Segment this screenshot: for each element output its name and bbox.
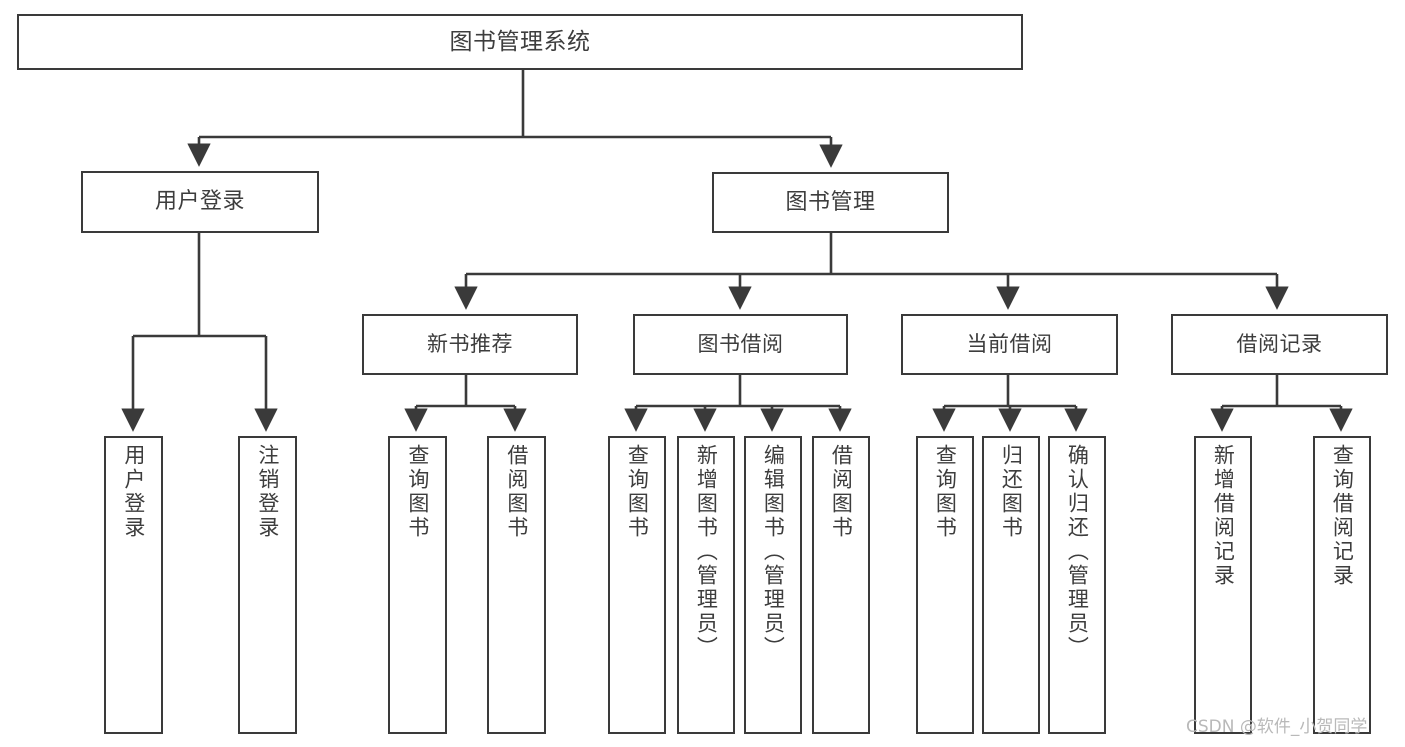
node-label: 查询借阅记录 <box>1330 444 1355 588</box>
leaf-query-book-current[interactable]: 查询图书 <box>916 436 974 734</box>
node-label: 确认归还（管理员） <box>1065 444 1090 660</box>
node-label: 当前借阅 <box>966 332 1053 357</box>
node-label: 图书借阅 <box>697 332 784 357</box>
leaf-borrow-book-recommend[interactable]: 借阅图书 <box>487 436 546 734</box>
node-user-login[interactable]: 用户登录 <box>81 171 319 233</box>
leaf-logout-login[interactable]: 注销登录 <box>238 436 297 734</box>
node-new-book-recommend[interactable]: 新书推荐 <box>362 314 578 375</box>
leaf-query-borrow-record[interactable]: 查询借阅记录 <box>1313 436 1371 734</box>
leaf-add-borrow-record[interactable]: 新增借阅记录 <box>1194 436 1252 734</box>
node-label: 图书管理系统 <box>449 28 591 55</box>
leaf-query-book-recommend[interactable]: 查询图书 <box>388 436 447 734</box>
node-label: 新书推荐 <box>427 332 513 357</box>
node-current-borrow[interactable]: 当前借阅 <box>901 314 1118 375</box>
csdn-watermark: CSDN @软件_小贺同学 <box>1186 717 1368 737</box>
leaf-return-book[interactable]: 归还图书 <box>982 436 1040 734</box>
node-root-book-management-system[interactable]: 图书管理系统 <box>17 14 1023 70</box>
node-label: 注销登录 <box>255 444 280 540</box>
node-label: 归还图书 <box>999 444 1024 540</box>
leaf-user-login[interactable]: 用户登录 <box>104 436 163 734</box>
node-label: 用户登录 <box>154 189 245 215</box>
node-label: 查询图书 <box>933 444 958 540</box>
leaf-query-book-borrow[interactable]: 查询图书 <box>608 436 666 734</box>
node-label: 用户登录 <box>121 444 146 540</box>
node-label: 图书管理 <box>785 189 876 215</box>
leaf-add-book-admin[interactable]: 新增图书（管理员） <box>677 436 735 734</box>
node-book-management[interactable]: 图书管理 <box>712 172 949 233</box>
node-label: 新增借阅记录 <box>1211 444 1236 588</box>
leaf-confirm-return-admin[interactable]: 确认归还（管理员） <box>1048 436 1106 734</box>
node-label: 借阅图书 <box>504 444 529 540</box>
node-label: 新增图书（管理员） <box>694 444 719 660</box>
node-label: 查询图书 <box>405 444 430 540</box>
node-label: 查询图书 <box>625 444 650 540</box>
node-book-borrow[interactable]: 图书借阅 <box>633 314 848 375</box>
leaf-borrow-book[interactable]: 借阅图书 <box>812 436 870 734</box>
node-label: 借阅记录 <box>1236 332 1323 357</box>
leaf-edit-book-admin[interactable]: 编辑图书（管理员） <box>744 436 802 734</box>
node-label: 借阅图书 <box>829 444 854 540</box>
node-borrow-record[interactable]: 借阅记录 <box>1171 314 1388 375</box>
node-label: 编辑图书（管理员） <box>761 444 786 660</box>
